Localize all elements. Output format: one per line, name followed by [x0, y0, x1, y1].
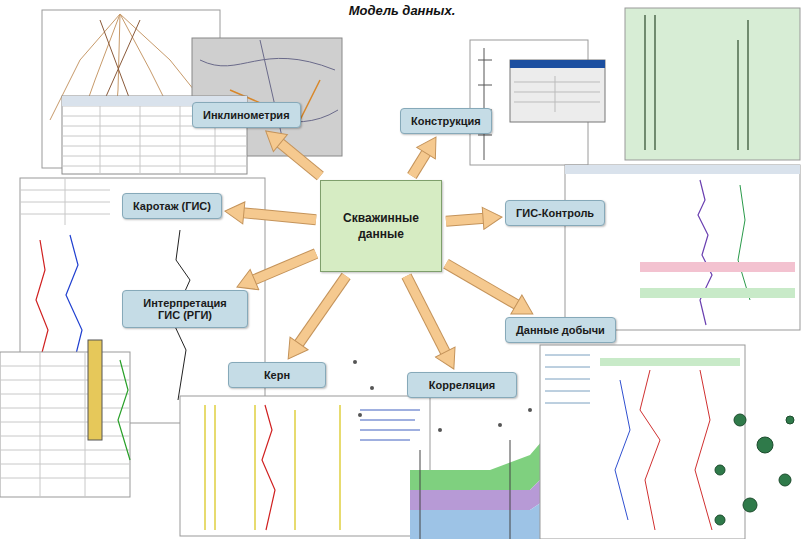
well-point	[370, 386, 374, 390]
arrow-outline	[446, 264, 521, 307]
table-grid	[0, 352, 130, 497]
well-point	[438, 428, 442, 432]
log-curve	[118, 360, 130, 460]
sphere	[779, 474, 791, 486]
logging-table	[20, 178, 110, 225]
central-box: Скважинные данные	[320, 180, 442, 272]
box-label: Данные добычи	[516, 324, 605, 336]
block-arrow	[412, 149, 429, 176]
sphere	[715, 465, 725, 475]
log-curve	[262, 405, 275, 530]
box-label: Каротаж (ГИС)	[133, 200, 211, 212]
block-arrow	[250, 254, 316, 282]
core-columns	[205, 405, 340, 530]
dialog-titlebar	[510, 60, 605, 68]
arrow-outline	[412, 149, 429, 176]
box-label: ГИС-Контроль	[516, 207, 594, 219]
sphere-cloud	[715, 414, 794, 525]
process-box: Данные добычи	[505, 317, 616, 343]
block-arrow	[446, 218, 488, 221]
interval-band	[640, 288, 795, 298]
log-curve	[615, 380, 630, 520]
tree-list	[545, 355, 590, 403]
process-box: Керн	[228, 362, 326, 388]
block-arrow	[277, 140, 321, 176]
interval-band	[640, 262, 795, 272]
well-point	[498, 423, 502, 427]
well-points	[353, 360, 547, 432]
panel-header	[565, 165, 800, 174]
production-panel	[540, 345, 745, 539]
log-curve	[640, 370, 712, 530]
sphere	[715, 515, 725, 525]
well-point	[358, 413, 362, 417]
sphere	[734, 414, 746, 426]
log-curve	[738, 185, 750, 300]
box-label: Корреляция	[418, 379, 506, 391]
arrow-outline	[277, 140, 321, 176]
well-point	[353, 360, 357, 364]
box-label: Конструкция	[411, 115, 481, 127]
well-scheme-panel	[625, 8, 800, 160]
properties-dialog	[510, 60, 605, 122]
process-box: ГИС-Контроль	[505, 200, 605, 226]
casing-lines	[645, 15, 748, 150]
block-arrow	[296, 276, 346, 348]
interpretation-table	[0, 352, 130, 497]
block-arrow	[239, 212, 316, 219]
arrow-outline	[406, 276, 447, 357]
process-box: Корреляция	[407, 372, 517, 398]
box-label: Керн	[239, 369, 315, 381]
diagram-title: Модель данных.	[0, 3, 804, 18]
arrow-outline	[250, 254, 316, 282]
block-arrow	[406, 276, 447, 357]
dialog-grid	[514, 76, 600, 112]
process-box: Конструкция	[400, 108, 492, 134]
box-label: Интерпретация ГИС (РГИ)	[133, 297, 237, 321]
well-point	[528, 408, 532, 412]
box-label: Инклинометрия	[203, 109, 290, 121]
sphere	[743, 498, 757, 512]
gis-control-panel	[565, 165, 800, 330]
core-description	[360, 410, 420, 440]
title-text: Модель данных.	[345, 3, 460, 18]
process-box: Интерпретация ГИС (РГИ)	[122, 290, 248, 328]
lithology-column	[88, 340, 102, 440]
sphere	[757, 437, 773, 453]
arrow-outline	[446, 218, 488, 221]
block-arrow	[446, 264, 521, 307]
arrow-outline	[239, 212, 316, 219]
process-box: Инклинометрия	[192, 102, 301, 128]
interval-band	[600, 358, 740, 366]
box-label: Скважинные данные	[331, 210, 431, 242]
construction-scheme	[478, 48, 492, 160]
process-box: Каротаж (ГИС)	[122, 193, 222, 219]
sphere	[786, 416, 794, 424]
core-panel	[180, 396, 430, 536]
arrow-outline	[296, 276, 346, 348]
log-curve	[698, 180, 712, 325]
